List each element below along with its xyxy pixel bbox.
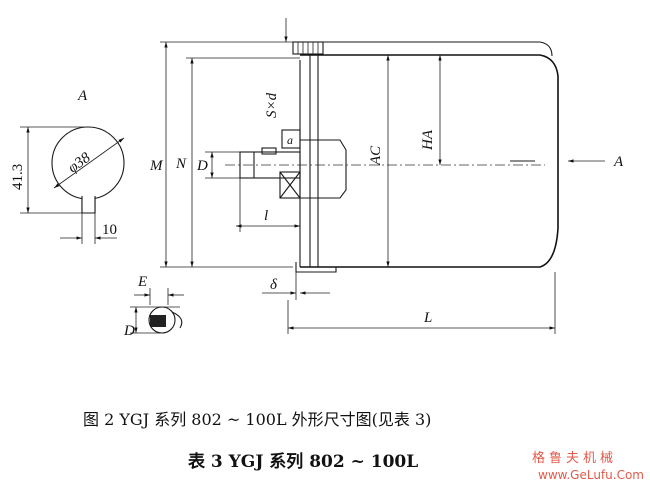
phi38-dim-line — [53, 137, 125, 189]
dim-e-label: E — [137, 274, 147, 290]
view-arrow-label: A — [613, 154, 624, 170]
dim-l-label: l — [264, 208, 268, 224]
dim-sd-label: S×d — [264, 92, 280, 118]
flange-lip — [295, 262, 337, 273]
watermark-url: www.GeLufu.Com — [538, 468, 644, 482]
dim-ac-label: AC — [368, 145, 384, 166]
dim-L-label: L — [423, 310, 432, 326]
key-detail-fill — [150, 315, 166, 327]
dim-10-label: 10 — [102, 222, 117, 238]
shaft-end-view: A φ38 41.3 10 — [10, 88, 125, 244]
dim-d2-label: D — [123, 323, 135, 339]
bearing — [279, 171, 301, 199]
dim-d-label: D — [196, 158, 208, 174]
motor-side-view: a A — [225, 41, 624, 273]
view-a-label: A — [77, 88, 88, 104]
figure-caption: 图 2 YGJ 系列 802 ~ 100L 外形尺寸图(见表 3) — [83, 410, 431, 429]
watermark-cn: 格鲁夫机械 — [532, 450, 617, 466]
end-shield — [300, 139, 347, 199]
shaft-key — [261, 147, 277, 155]
dim-41-3-label: 41.3 — [10, 164, 26, 190]
dim-n-label: N — [175, 156, 187, 172]
dim-ha-label: HA — [420, 129, 436, 151]
a-label: a — [287, 133, 293, 147]
dim-delta-label: δ — [270, 277, 278, 293]
key-detail: E D — [123, 274, 184, 339]
table-caption: 表 3 YGJ 系列 802 ~ 100L — [188, 451, 418, 472]
seal — [281, 129, 301, 149]
dim-m-label: M — [149, 158, 164, 174]
phi38-label: φ38 — [65, 149, 94, 176]
motor-body — [300, 54, 559, 268]
main-dimensions: M N D S×d AC HA l δ L — [149, 18, 556, 334]
